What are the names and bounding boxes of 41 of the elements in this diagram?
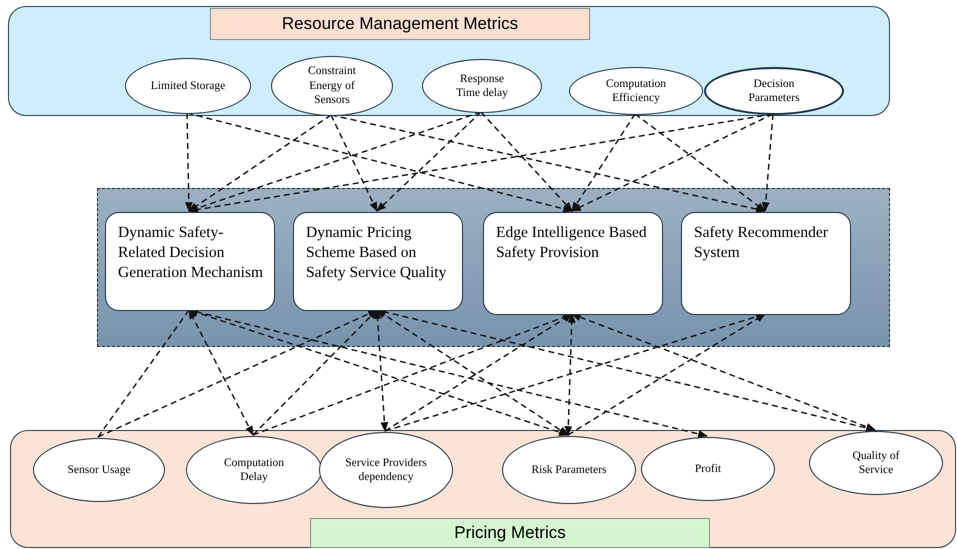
dashed-arrow — [188, 309, 254, 436]
metric-label: Decision Parameters — [747, 76, 801, 106]
metric-label: Sensor Usage — [68, 462, 130, 478]
dashed-arrow — [188, 111, 482, 212]
panel-title: Resource Management Metrics — [210, 8, 590, 40]
metric-label: Quality of Service — [852, 448, 900, 478]
box-label: Safety Recommender System — [694, 224, 828, 262]
dashed-arrow — [571, 113, 774, 212]
metric-label: Response Time delay — [455, 72, 509, 100]
dashed-arrow — [634, 113, 766, 212]
process-box — [105, 212, 275, 311]
dashed-arrow — [186, 112, 573, 213]
box-label: Dynamic Pricing Scheme Based on Safety Service Quality — [306, 224, 446, 282]
metric-label: Service Providers dependency — [344, 456, 428, 484]
metric-label: Limited Storage — [150, 78, 226, 94]
panel-title: Pricing Metrics — [310, 518, 710, 548]
process-box — [483, 212, 663, 315]
metric-label: Risk Parameters — [531, 462, 607, 478]
box-label: Edge Intelligence Based Safety Provision — [496, 224, 647, 262]
dashed-arrow — [571, 114, 636, 212]
dashed-group-band — [97, 188, 890, 347]
process-box — [681, 212, 851, 315]
dashed-arrow — [374, 309, 388, 432]
dashed-arrow — [184, 112, 193, 212]
metric-label: Profit — [694, 462, 722, 476]
metric-label: Computation Delay — [222, 456, 286, 484]
dashed-arrow — [252, 309, 378, 436]
metric-label: Computation Efficiency — [604, 76, 668, 106]
metric-label: Constraint Energy of Sensors — [307, 64, 357, 108]
dashed-arrow — [330, 114, 766, 213]
dashed-arrow — [571, 313, 876, 431]
process-box — [293, 212, 463, 311]
dashed-arrow — [376, 112, 482, 212]
dashed-arrow — [330, 114, 378, 212]
dashed-arrow — [762, 114, 774, 212]
dashed-arrow — [564, 313, 576, 436]
dashed-arrow — [568, 313, 766, 436]
dashed-arrow — [480, 112, 573, 212]
dashed-arrow — [188, 114, 332, 212]
metrics-panel — [10, 430, 956, 548]
box-label: Dynamic Safety-Related Decision Generation Mechanism — [118, 224, 264, 282]
